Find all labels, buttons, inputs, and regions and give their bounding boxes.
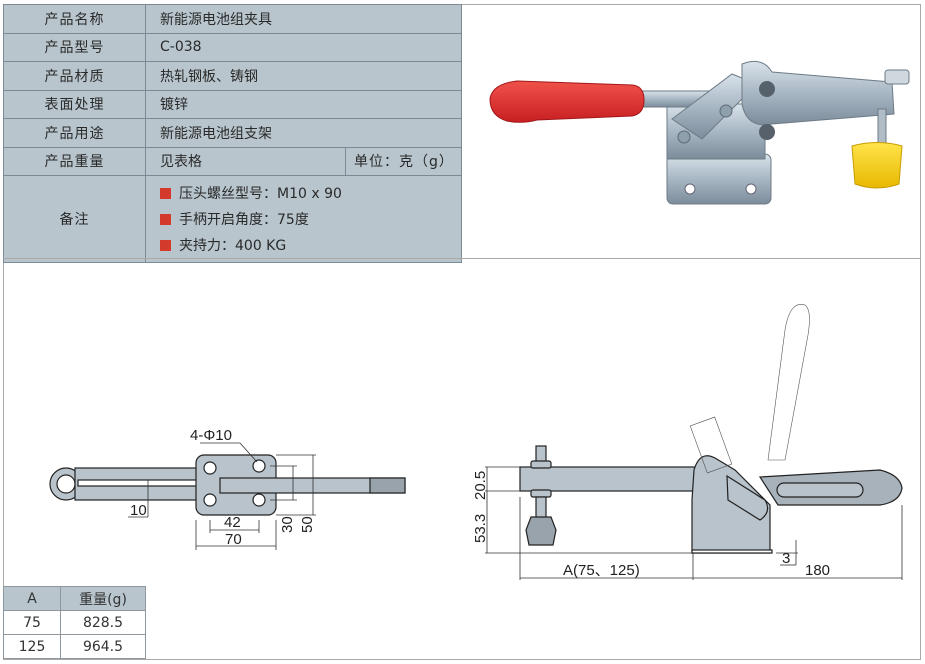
side-view-dimension-lines <box>485 466 903 580</box>
pivot-pin <box>759 124 775 140</box>
side-view-drawing <box>519 445 903 554</box>
pivot-pin <box>719 104 733 118</box>
spec-value: 见表格 <box>145 146 346 176</box>
note-text: 压头螺丝型号：M10 x 90 <box>179 186 342 202</box>
note-item: 手柄开启角度：75度 <box>160 206 461 232</box>
top-view-drawing <box>49 454 406 516</box>
spindle-tip <box>525 516 557 546</box>
spec-value: 热轧钢板、铸钢 <box>145 61 462 91</box>
dim-a: A(75、125) <box>563 562 640 579</box>
spec-label: 产品型号 <box>3 32 146 62</box>
page-frame <box>3 4 921 660</box>
spec-label: 产品重量 <box>3 146 146 176</box>
clamp-base-plate <box>666 153 772 205</box>
dim-70: 70 <box>225 531 242 548</box>
weight-cell-a: 125 <box>3 634 61 659</box>
dim-3: 3 <box>782 550 790 567</box>
weight-row: 75 828.5 <box>3 610 146 635</box>
spec-unit: 单位：克（g） <box>345 146 462 176</box>
note-item: 夹持力：400 KG <box>160 232 461 258</box>
spec-row: 表面处理镀锌 <box>3 89 462 119</box>
red-square-bullet-icon <box>160 239 171 251</box>
spec-row: 产品名称新能源电池组夹具 <box>3 4 462 34</box>
dim-10: 10 <box>130 502 147 519</box>
technical-drawing: 4-Φ10 10 42 70 30 50 20.5 53.3 A(75、125)… <box>49 303 903 580</box>
dim-30: 30 <box>279 516 296 533</box>
spec-label: 产品用途 <box>3 118 146 148</box>
dim-50: 50 <box>299 516 316 533</box>
dim-180: 180 <box>805 562 830 579</box>
spec-value: C-038 <box>145 32 462 62</box>
red-square-bullet-icon <box>160 213 171 225</box>
spec-row: 产品重量见表格单位：克（g） <box>3 146 462 176</box>
weight-cell-a: 75 <box>3 610 61 635</box>
note-text: 手柄开启角度：75度 <box>179 212 309 228</box>
yellow-pressure-pad <box>851 142 903 189</box>
spec-label: 产品名称 <box>3 4 146 34</box>
weight-header-row: A 重量(g) <box>3 586 146 611</box>
spec-label: 表面处理 <box>3 89 146 119</box>
clamp-arm <box>741 60 895 126</box>
weight-cell-value: 828.5 <box>60 610 146 635</box>
top-view-dimension-lines <box>128 442 316 550</box>
spec-value: 新能源电池组支架 <box>145 118 462 148</box>
linkage-side <box>726 474 769 521</box>
note-item: 压头螺丝型号：M10 x 90 <box>160 180 461 206</box>
pivot-pin <box>759 81 775 97</box>
section-divider <box>3 258 921 259</box>
grip-hatch <box>369 477 406 494</box>
spec-row: 产品材质热轧钢板、铸钢 <box>3 61 462 91</box>
weight-row: 125 964.5 <box>3 634 146 659</box>
weight-header: 重量(g) <box>60 586 146 611</box>
pivot-pin <box>677 130 691 144</box>
open-handle-outline <box>689 303 810 474</box>
spec-value: 新能源电池组夹具 <box>145 4 462 34</box>
red-handle-grip <box>489 80 645 123</box>
hex-nut <box>884 69 910 85</box>
spec-row: 产品用途新能源电池组支架 <box>3 118 462 148</box>
product-photo <box>489 60 910 205</box>
notes-cell: 压头螺丝型号：M10 x 90 手柄开启角度：75度 夹持力：400 KG <box>145 175 462 263</box>
clamp-arm-side <box>519 466 696 492</box>
note-text: 夹持力：400 KG <box>179 238 287 254</box>
dim-42: 42 <box>224 514 241 531</box>
dim-53-3: 53.3 <box>472 514 489 543</box>
weight-cell-value: 964.5 <box>60 634 146 659</box>
hole-callout: 4-Φ10 <box>190 427 232 444</box>
weight-header: A <box>3 586 61 611</box>
dim-20-5: 20.5 <box>472 471 489 500</box>
notes-row: 备注 压头螺丝型号：M10 x 90 手柄开启角度：75度 夹持力：400 KG <box>3 175 462 263</box>
notes-label: 备注 <box>3 175 146 263</box>
spec-label: 产品材质 <box>3 61 146 91</box>
weight-table: A 重量(g) 75 828.5 125 964.5 <box>3 586 146 659</box>
spec-value: 镀锌 <box>145 89 462 119</box>
red-square-bullet-icon <box>160 187 171 199</box>
